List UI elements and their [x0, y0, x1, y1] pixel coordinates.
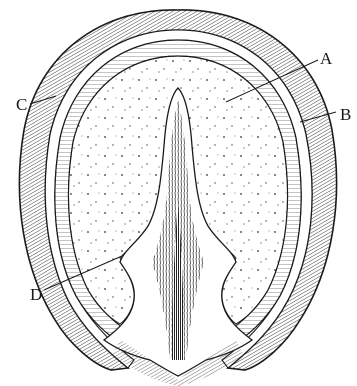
label-b: B — [340, 105, 351, 124]
label-c: C — [16, 95, 27, 114]
label-a: A — [320, 49, 333, 68]
label-d: D — [30, 285, 42, 304]
